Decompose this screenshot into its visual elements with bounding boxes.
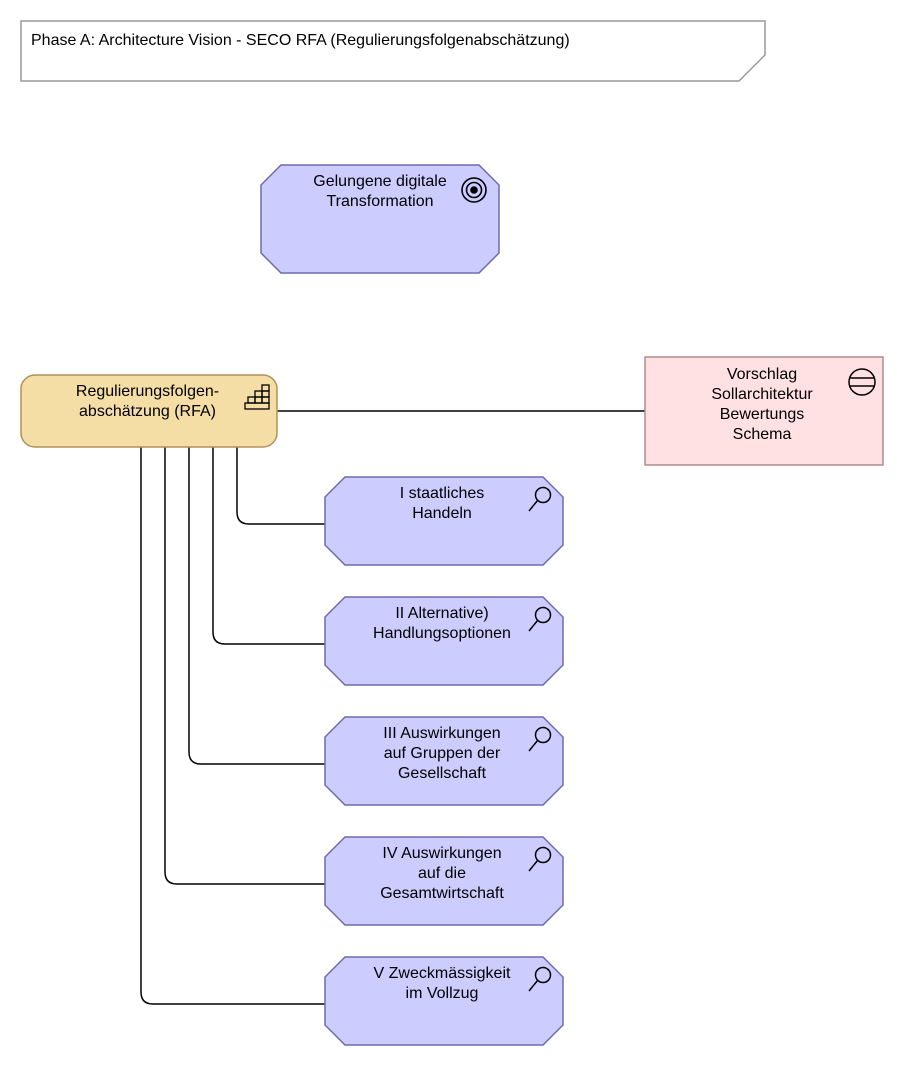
proposal-node-shape[interactable]	[644, 356, 884, 466]
assess4-line-1: IV Auswirkungen	[382, 845, 502, 862]
proposal-line-1: Vorschlag	[726, 366, 798, 383]
assess3-node-label: III Auswirkungen auf Gruppen der Gesells…	[352, 724, 532, 784]
goal-node-shape[interactable]	[260, 164, 500, 274]
magnifier-icon	[528, 486, 552, 512]
assess4-node-shape[interactable]	[324, 836, 564, 926]
connector-rfa-assess1	[236, 447, 325, 525]
assess1-line-1: I staatliches	[399, 485, 485, 502]
contract-icon	[848, 368, 876, 396]
magnifier-icon	[528, 846, 552, 872]
connector-rfa-assess5	[140, 447, 325, 1005]
assess2-line-1: II Alternative)	[395, 605, 489, 622]
assess5-line-1: V Zweckmässigkeit	[373, 965, 511, 982]
magnifier-icon	[528, 606, 552, 632]
assess2-node-shape[interactable]	[324, 596, 564, 686]
goal-line-1: Gelungene digitale	[313, 173, 447, 190]
rfa-line-1: Regulierungsfolgen-	[75, 383, 220, 400]
assess1-node-shape[interactable]	[324, 476, 564, 566]
proposal-line-3: Bewertungs	[719, 406, 805, 423]
connector-rfa-assess3	[188, 447, 325, 765]
page-title: Phase A: Architecture Vision - SECO RFA …	[31, 32, 570, 49]
assess5-line-2: im Vollzug	[405, 985, 479, 1002]
assess1-line-2: Handeln	[412, 505, 472, 522]
connector-rfa-assess2	[212, 447, 325, 645]
goal-node-label: Gelungene digitale Transformation	[290, 172, 470, 212]
connector-rfa-assess4	[164, 447, 325, 885]
assess3-line-3: Gesellschaft	[397, 765, 487, 782]
magnifier-icon	[528, 966, 552, 992]
assess3-line-1: III Auswirkungen	[383, 725, 501, 742]
proposal-line-2: Sollarchitektur	[711, 386, 813, 403]
rfa-line-2: abschätzung (RFA)	[79, 403, 216, 420]
connectors	[140, 410, 646, 1005]
proposal-line-4: Schema	[732, 426, 792, 443]
assess3-line-2: auf Gruppen der	[383, 745, 501, 762]
rfa-node-label: Regulierungsfolgen- abschätzung (RFA)	[55, 382, 240, 422]
rfa-node-shape[interactable]	[20, 374, 278, 448]
magnifier-icon	[528, 726, 552, 752]
title-frame	[20, 20, 766, 82]
assess4-line-2: auf die	[417, 865, 467, 882]
goal-line-2: Transformation	[326, 193, 434, 210]
assess2-node-label: II Alternative) Handlungsoptionen	[352, 604, 532, 644]
assess5-node-shape[interactable]	[324, 956, 564, 1046]
assess5-node-label: V Zweckmässigkeit im Vollzug	[352, 964, 532, 1004]
assess2-line-2: Handlungsoptionen	[373, 625, 511, 642]
assess4-line-3: Gesamtwirtschaft	[380, 885, 504, 902]
goal-target-icon	[461, 177, 487, 203]
assess3-node-shape[interactable]	[324, 716, 564, 806]
proposal-node-label: Vorschlag Sollarchitektur Bewertungs Sch…	[682, 365, 842, 445]
assess1-node-label: I staatliches Handeln	[352, 484, 532, 524]
assess4-node-label: IV Auswirkungen auf die Gesamtwirtschaft	[352, 844, 532, 904]
capability-steps-icon	[244, 384, 270, 410]
